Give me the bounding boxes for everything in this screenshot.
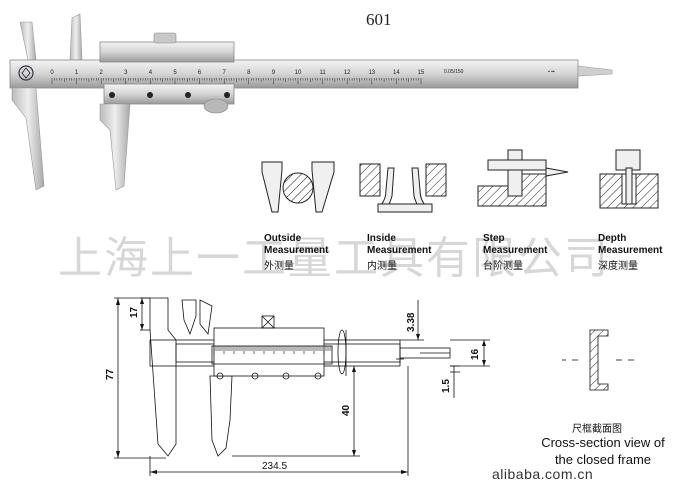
cross-section-caption-line1: Cross-section view of xyxy=(541,435,665,450)
outside-label-2: Measurement xyxy=(264,245,329,256)
dim-label-3-38: 3.38 xyxy=(406,312,417,332)
depth-label-2: Measurement xyxy=(598,245,663,256)
beam-tick-label: 9 xyxy=(272,70,276,76)
inside-measurement-caption: Inside Measurement 内测量 xyxy=(367,233,431,272)
outside-label-cn: 外测量 xyxy=(264,261,294,272)
brand-logo xyxy=(18,65,34,81)
step-label-2: Measurement xyxy=(483,245,548,256)
cross-section-view xyxy=(562,329,634,391)
beam-tick-label: 10 xyxy=(295,70,302,76)
inside-label-cn: 内测量 xyxy=(367,261,397,272)
cross-section-caption-cn: 尺框截面图 xyxy=(572,424,622,435)
cross-section-caption-line2: the closed frame xyxy=(554,452,652,467)
beam-tick-label: 5 xyxy=(173,70,177,76)
beam-tick-label: 15 xyxy=(418,70,425,76)
beam-tick-label: 0 xyxy=(50,70,54,76)
dimension-arrows xyxy=(116,298,486,474)
depth-label-cn: 深度测量 xyxy=(598,261,638,272)
inside-measurement-icon xyxy=(359,163,447,213)
beam-tick-label: 2 xyxy=(100,70,104,76)
beam-tick-label: 14 xyxy=(393,70,400,76)
company-watermark: 上海上一工量工具有限公司 xyxy=(58,233,610,284)
inside-label-2: Measurement xyxy=(367,245,432,256)
depth-measurement-caption: Depth Measurement 深度测量 xyxy=(598,233,662,272)
depth-measurement-icon xyxy=(599,149,659,209)
model-number: 601 xyxy=(366,10,392,29)
beam-tick-label: 1 xyxy=(75,70,79,76)
beam-range-label: 0.05/150 xyxy=(444,69,464,75)
beam-tick-label: 4 xyxy=(149,70,153,76)
step-measurement-icon xyxy=(477,149,569,207)
dimension-drawing xyxy=(114,297,490,476)
step-label-cn: 台阶测量 xyxy=(483,261,523,272)
outside-measurement-caption: Outside Measurement 外测量 xyxy=(264,233,328,272)
source-brand: alibaba.com.cn xyxy=(492,466,594,482)
dim-label-1-5: 1.5 xyxy=(441,379,452,393)
beam-tick-label: 3 xyxy=(124,70,128,76)
outside-measurement-icon xyxy=(261,161,335,213)
inside-label-1: Inside xyxy=(367,233,396,244)
outside-label-1: Outside xyxy=(264,233,302,244)
beam-tick-label: 7 xyxy=(223,70,227,76)
step-measurement-caption: Step Measurement 台阶测量 xyxy=(483,233,547,272)
beam-tick-label: 12 xyxy=(344,70,351,76)
depth-label-1: Depth xyxy=(598,233,627,244)
cross-section-caption-en: Cross-section view of the closed frame xyxy=(527,434,679,468)
dim-label-40: 40 xyxy=(341,404,352,416)
dim-label-16: 16 xyxy=(470,348,481,360)
beam-tick-label: 11 xyxy=(319,70,326,76)
beam-tick-label: 8 xyxy=(247,70,251,76)
beam-mark: ▪ ▪▪ xyxy=(548,69,555,75)
dim-label-234-5: 234.5 xyxy=(262,461,287,472)
beam-scale-ticks xyxy=(51,78,422,84)
dim-label-77: 77 xyxy=(105,368,116,380)
step-label-1: Step xyxy=(483,233,505,244)
beam-tick-label: 13 xyxy=(368,70,375,76)
dim-label-17: 17 xyxy=(129,306,140,318)
beam-tick-label: 6 xyxy=(198,70,202,76)
